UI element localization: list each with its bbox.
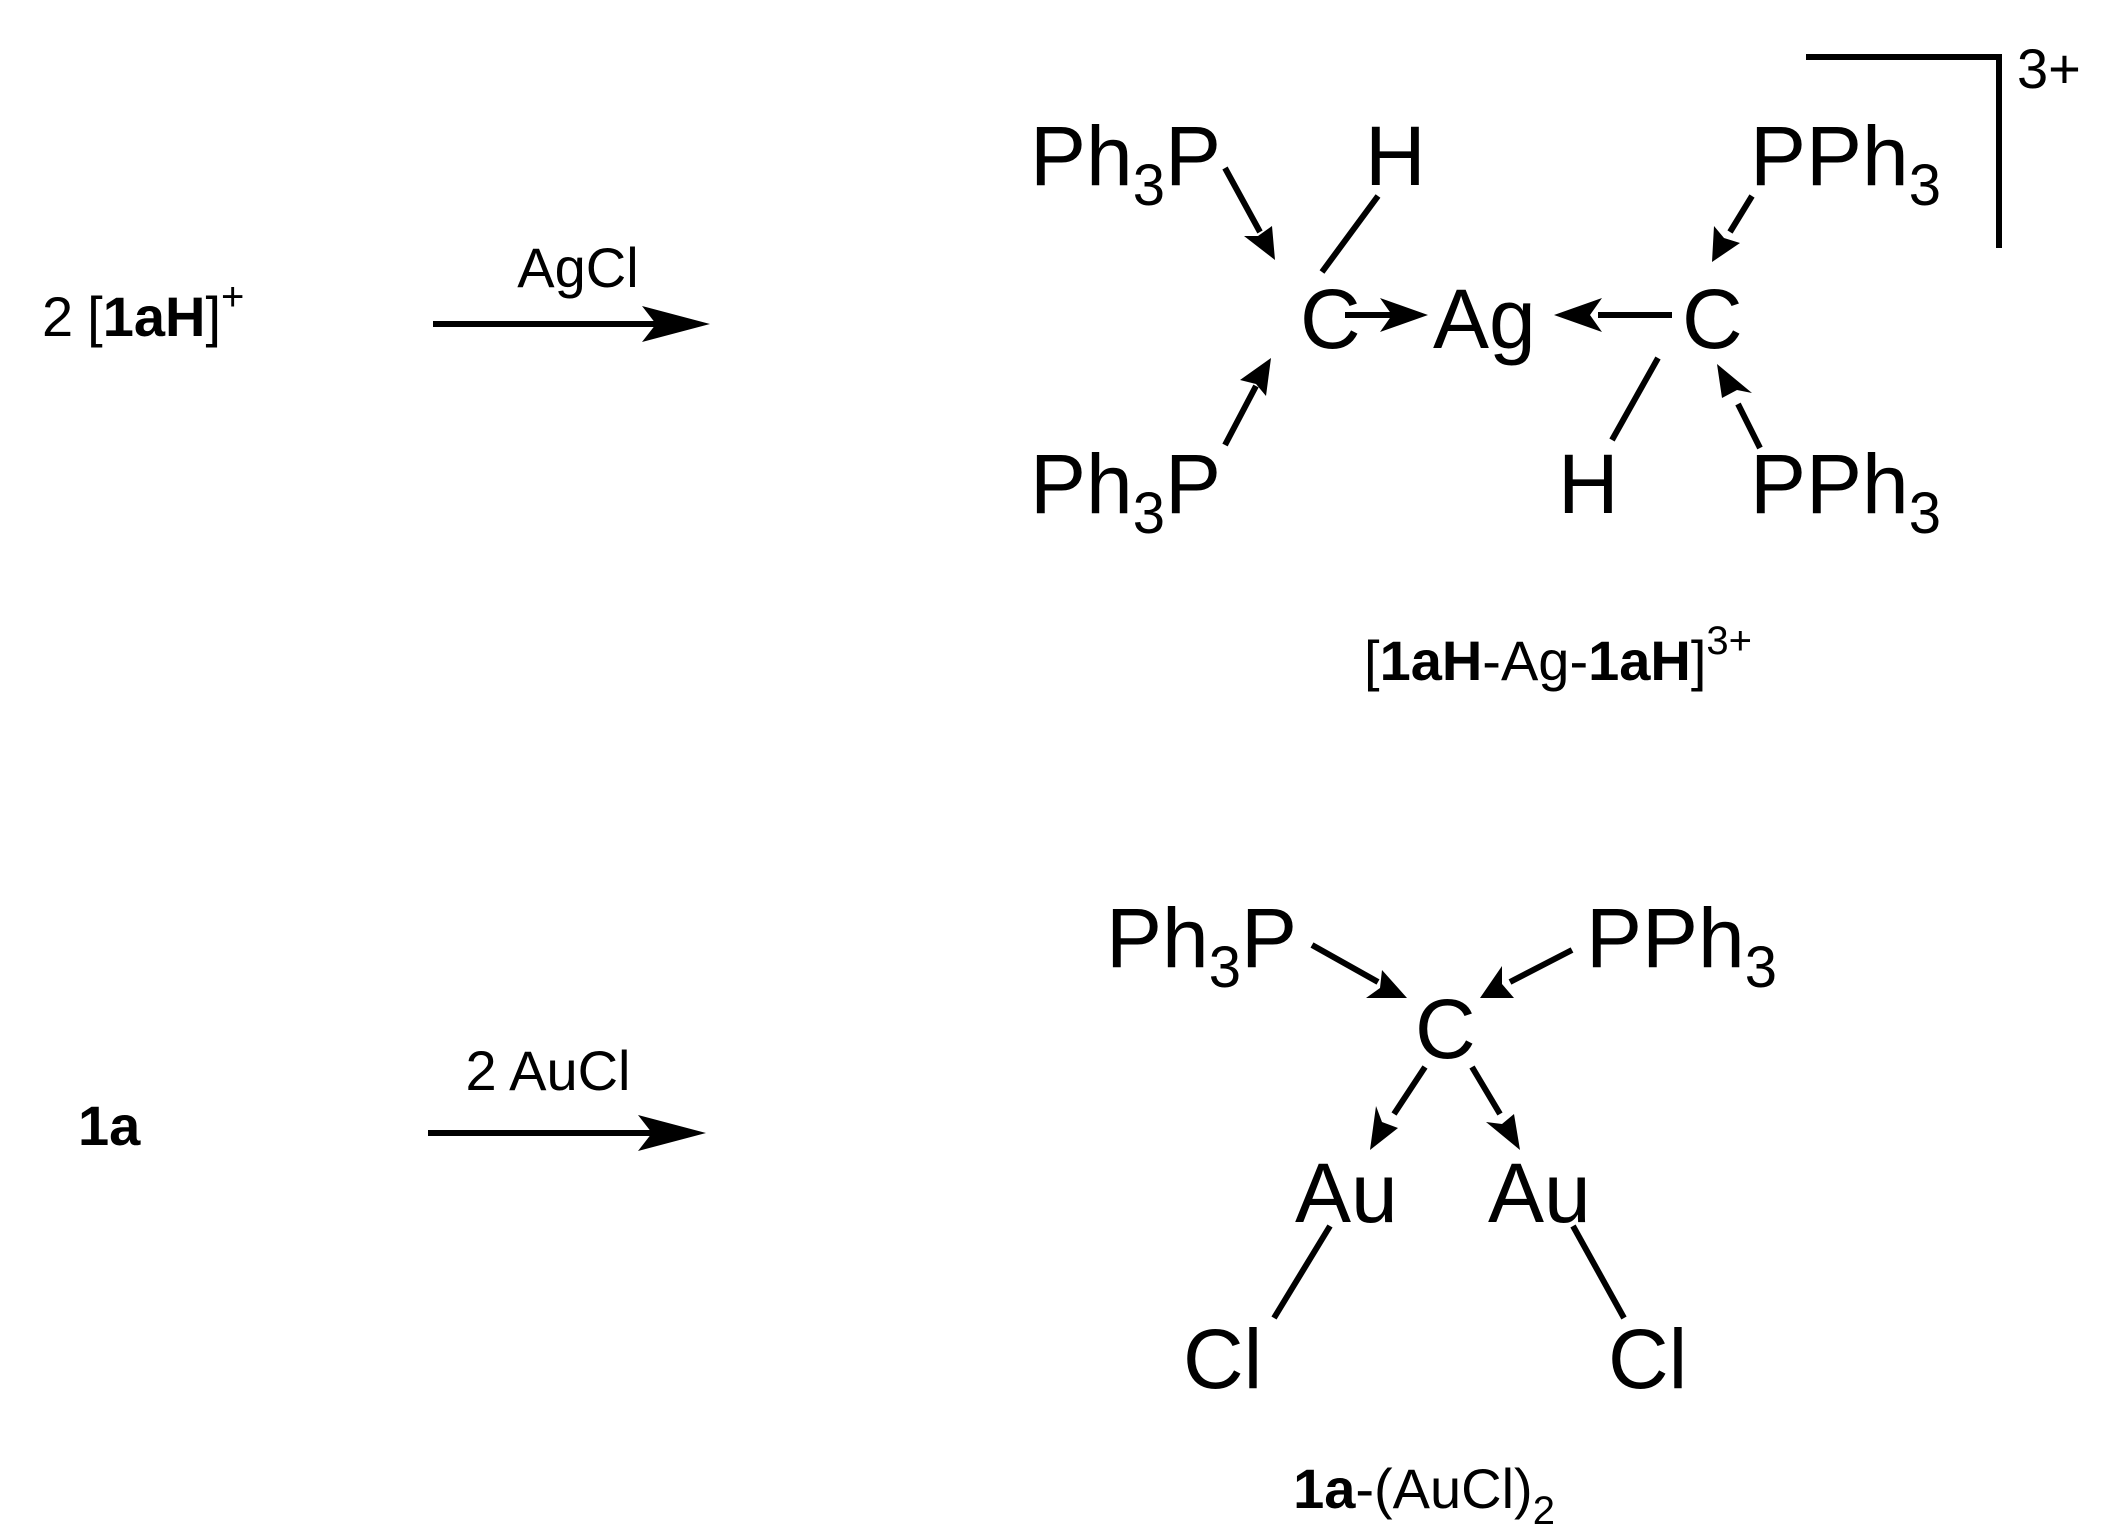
atom-pph3-top-right-pph: PPh — [1750, 109, 1909, 203]
product-1-label: [1aH-Ag-1aH]3+ — [1364, 619, 1752, 692]
reaction-2-reagent: 2 AuCl — [466, 1039, 631, 1102]
atom-pph3-top-right: PPh3 — [1750, 109, 1941, 218]
product-1-label-open: [ — [1364, 629, 1380, 692]
atom-pph3-bottom-right: PPh3 — [1750, 437, 1941, 546]
atom-ph3p-left-ph: Ph — [1106, 891, 1209, 985]
product-1-label-part1: 1aH — [1380, 629, 1483, 692]
product-1-charge: 3+ — [2017, 37, 2081, 100]
atom-ph3p-bottom-left: Ph3P — [1030, 437, 1221, 546]
atom-pph3-bottom-right-sub: 3 — [1909, 481, 1941, 546]
atom-ph3p-left-sub: 3 — [1209, 935, 1241, 1000]
reactant-1-charge: + — [221, 275, 244, 319]
atom-ph3p-top-left-sub: 3 — [1133, 153, 1165, 218]
atom-ph3p-bottom-left-ph: Ph — [1030, 437, 1133, 531]
atom-cl-left: Cl — [1183, 1312, 1262, 1406]
reaction-1-arrow — [433, 306, 710, 342]
reaction-1-reagent: AgCl — [517, 236, 638, 299]
product-2-label-sub: 2 — [1533, 1489, 1555, 1533]
atom-pph3-top-right-sub: 3 — [1909, 153, 1941, 218]
reactant-1-close-bracket: ] — [205, 285, 221, 348]
product-2-label-rest: -(AuCl) — [1355, 1457, 1532, 1520]
atom-c-center: C — [1415, 982, 1476, 1076]
atom-ph3p-left: Ph3P — [1106, 891, 1297, 1000]
product-1-label-charge: 3+ — [1706, 619, 1752, 663]
atom-pph3-right: PPh3 — [1586, 891, 1777, 1000]
atom-h-bottom: H — [1558, 437, 1619, 531]
atom-c-right: C — [1682, 272, 1743, 366]
product-2-bonds — [1271, 942, 1627, 1320]
reactant-1: 2[1aH]+ — [42, 275, 244, 348]
atom-ph3p-top-left-ph: Ph — [1030, 109, 1133, 203]
reaction-1: 2[1aH]+ AgCl 3+ Ph3P H C Ag C PPh3 Ph3P … — [42, 37, 2081, 692]
atom-ph3p-bottom-left-p: P — [1165, 437, 1221, 531]
atom-ph3p-bottom-left-sub: 3 — [1133, 481, 1165, 546]
atom-ph3p-left-p: P — [1241, 891, 1297, 985]
product-1-label-part2: 1aH — [1588, 629, 1691, 692]
atom-au-left: Au — [1295, 1146, 1398, 1240]
reactant-1-name: 1aH — [103, 285, 206, 348]
product-2-label-part1: 1a — [1293, 1457, 1356, 1520]
atom-h-top: H — [1365, 109, 1426, 203]
product-1-label-mid: -Ag- — [1482, 629, 1588, 692]
atom-pph3-right-pph: PPh — [1586, 891, 1745, 985]
product-1-bonds — [1222, 166, 1763, 450]
product-1-bracket — [1806, 54, 2002, 248]
reactant-1-open-bracket: [ — [87, 285, 103, 348]
atom-pph3-bottom-right-pph: PPh — [1750, 437, 1909, 531]
atom-cl-right: Cl — [1608, 1312, 1687, 1406]
reactant-1-coefficient: 2 — [42, 285, 73, 348]
product-2-label: 1a-(AuCl)2 — [1293, 1457, 1555, 1533]
reaction-2-arrow — [428, 1115, 706, 1151]
product-1-label-close: ] — [1691, 629, 1707, 692]
reactant-2-name: 1a — [78, 1094, 141, 1157]
atom-c-left: C — [1300, 272, 1361, 366]
atom-ph3p-top-left-p: P — [1165, 109, 1221, 203]
reaction-2: 1a 2 AuCl Ph3P PPh3 C Au Au Cl Cl — [78, 891, 1777, 1533]
atom-ph3p-top-left: Ph3P — [1030, 109, 1221, 218]
atom-au-right: Au — [1488, 1146, 1591, 1240]
atom-ag: Ag — [1433, 272, 1536, 366]
atom-pph3-right-sub: 3 — [1745, 935, 1777, 1000]
